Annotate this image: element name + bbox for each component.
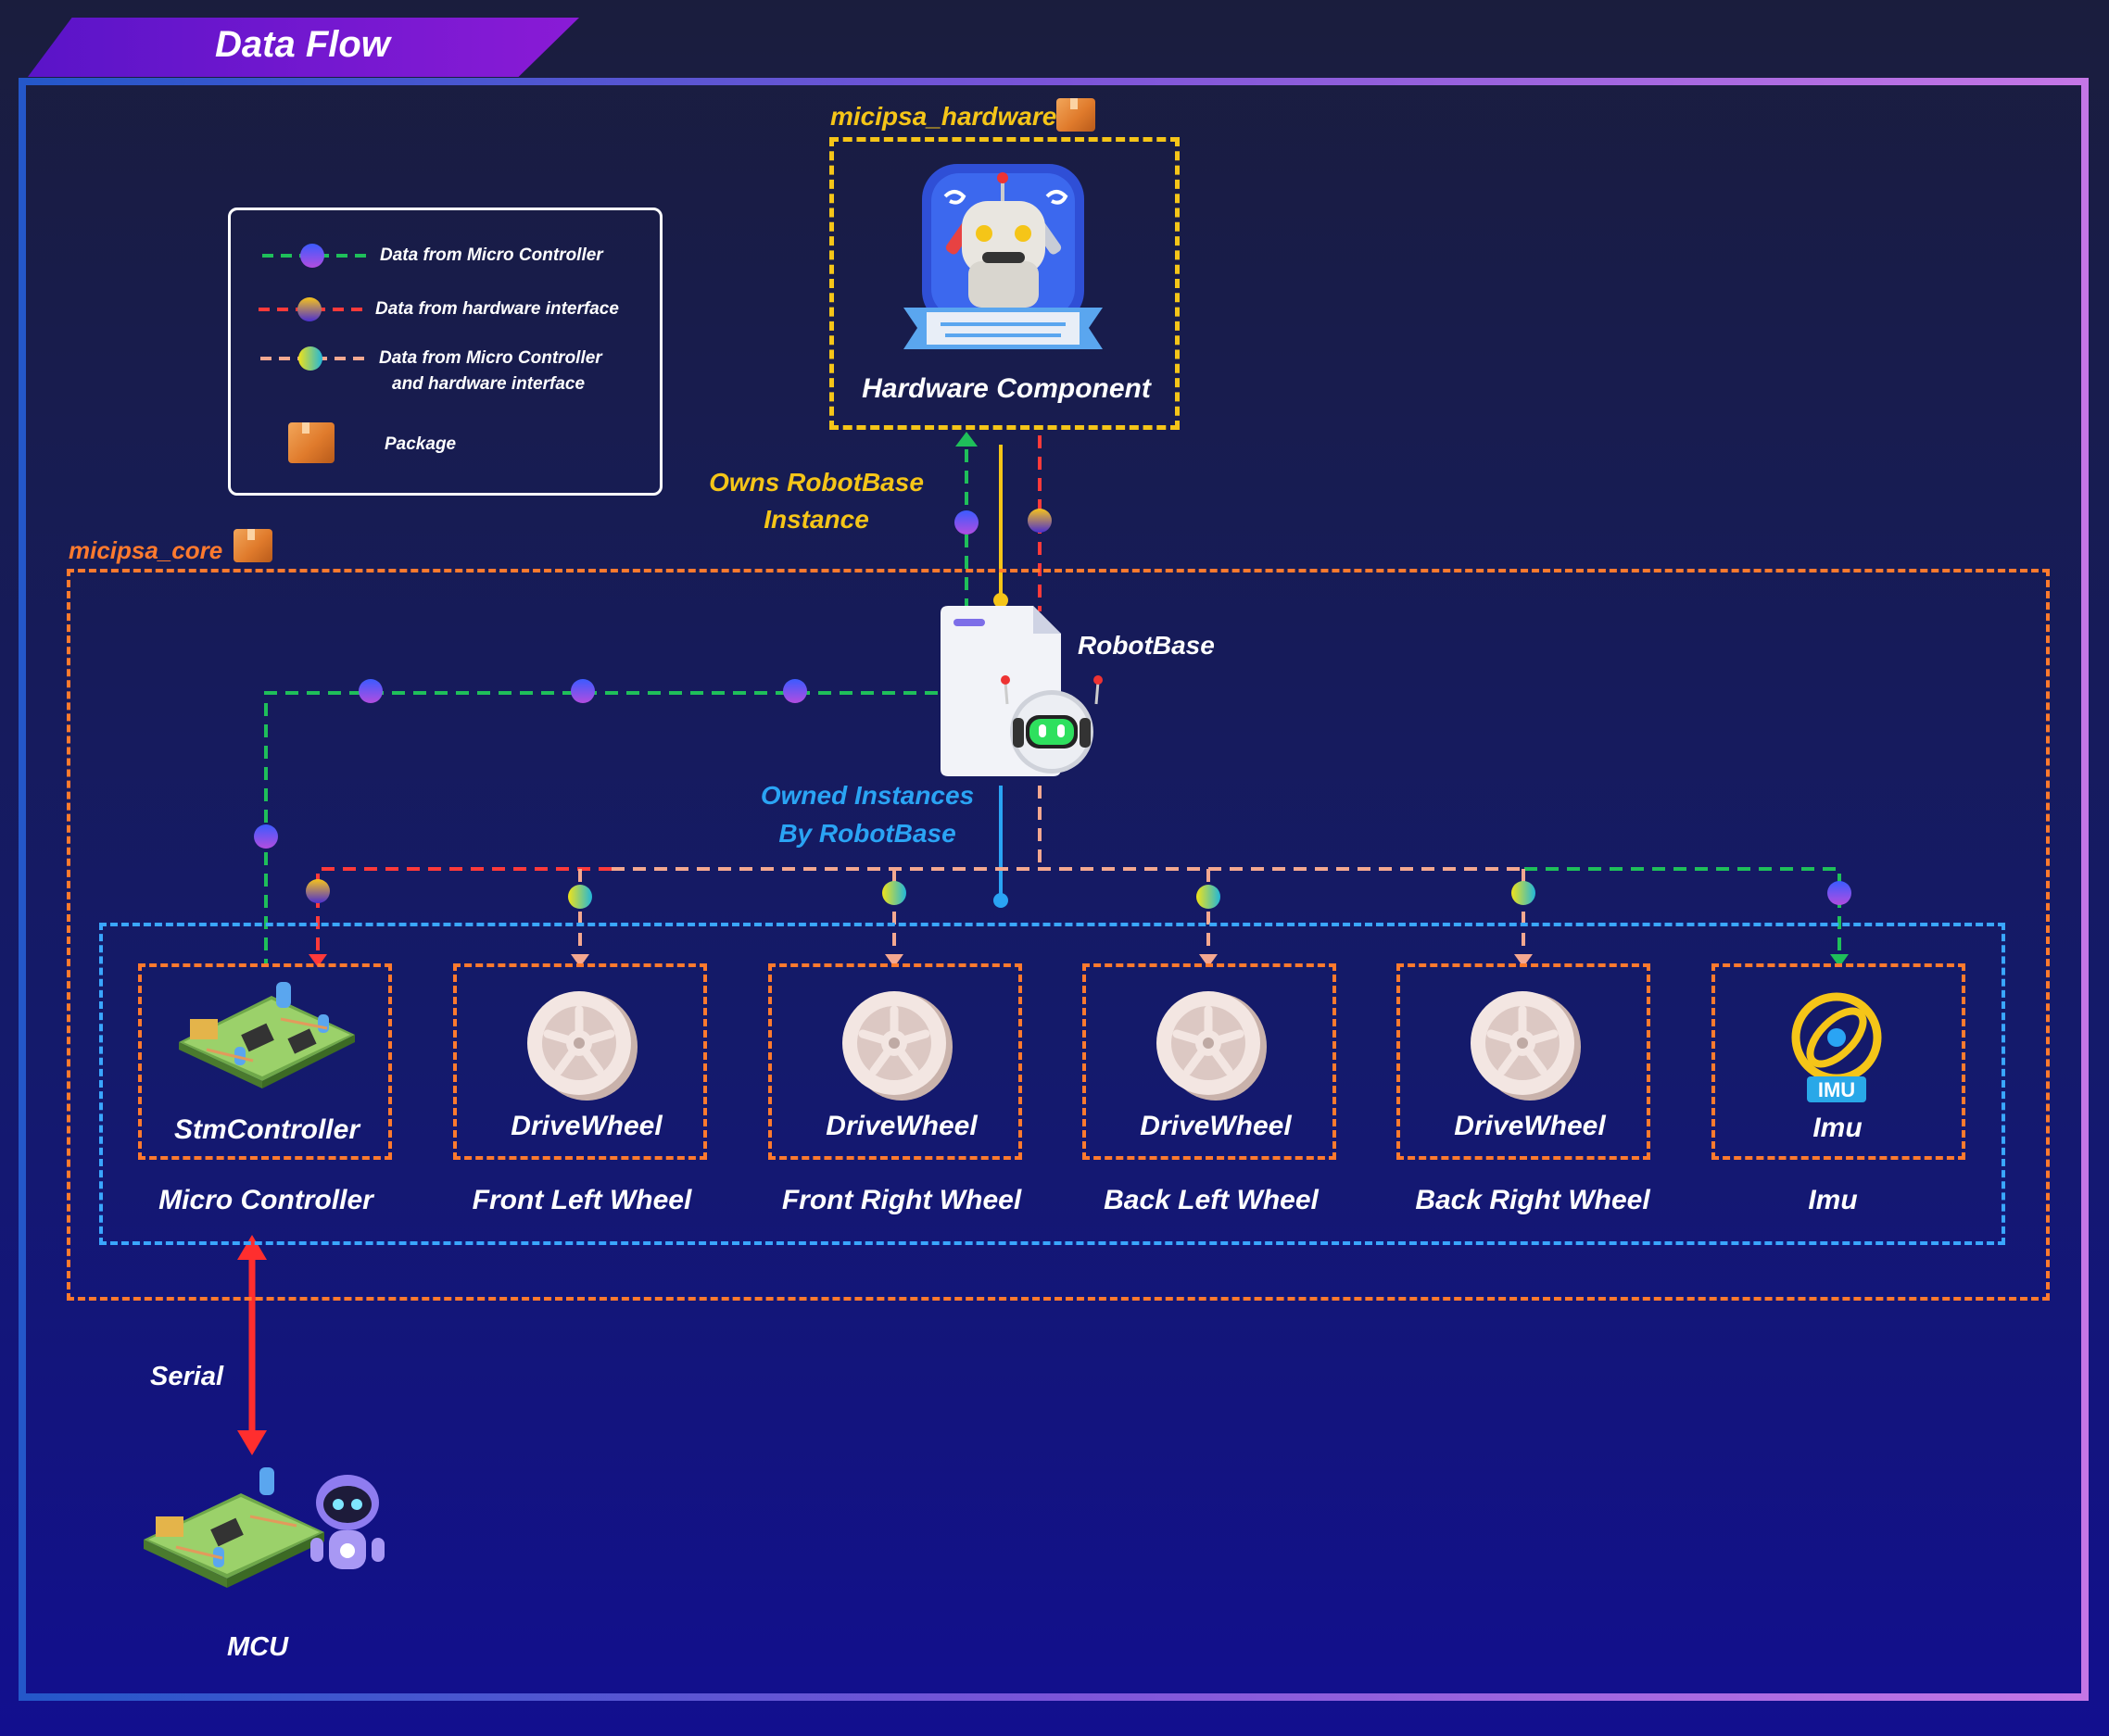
component-class-back-left: DriveWheel — [1140, 1111, 1292, 1141]
legend-label-both-2: and hardware interface — [392, 374, 586, 394]
component-label-back-right: Back Right Wheel — [1415, 1185, 1650, 1215]
imu-box — [1711, 963, 1965, 1160]
hardware-component-label: Hardware Component — [862, 373, 1151, 404]
component-class-stm: StmController — [173, 1114, 360, 1145]
package-icon — [288, 422, 335, 463]
legend-both-swatch — [260, 346, 366, 371]
hardware-component-box — [829, 137, 1180, 430]
robot-badge-icon — [903, 164, 1103, 349]
hw-line-to-stm — [316, 867, 612, 959]
serial-arrow — [237, 1235, 267, 1455]
robotbase-file-icon — [941, 606, 1103, 776]
stm-controller-box — [138, 963, 392, 1160]
legend-label-both-1: Data from Micro Controller — [379, 348, 602, 368]
page-title: Data Flow — [215, 24, 390, 65]
imu-badge-text: IMU — [1818, 1078, 1855, 1101]
legend-label-package: Package — [385, 434, 457, 454]
imu-icon: IMU — [1791, 992, 1882, 1102]
circuit-board-icon — [179, 982, 355, 1088]
legend-mc-swatch — [262, 244, 366, 268]
package-icon — [234, 529, 272, 562]
component-class-imu: Imu — [1812, 1113, 1863, 1143]
owned-label-1: Owned Instances — [760, 781, 975, 810]
owns-label-2: Instance — [764, 505, 869, 534]
component-label-front-right: Front Right Wheel — [781, 1185, 1022, 1215]
front-right-wheel-box — [768, 963, 1022, 1160]
legend-label-hw: Data from hardware interface — [375, 299, 619, 319]
back-left-wheel-box — [1082, 963, 1336, 1160]
serial-label: Serial — [150, 1362, 223, 1391]
component-label-stm: Micro Controller — [158, 1185, 373, 1215]
legend-hw-swatch — [259, 297, 366, 321]
component-label-back-left: Back Left Wheel — [1104, 1185, 1319, 1215]
legend-label-mc: Data from Micro Controller — [380, 245, 603, 265]
hardware-package-label: micipsa_hardware — [830, 102, 1057, 131]
component-label-imu: Imu — [1808, 1185, 1858, 1215]
wheel-icon — [1471, 991, 1581, 1101]
owned-label-2: By RobotBase — [778, 819, 956, 848]
component-label-front-left: Front Left Wheel — [472, 1185, 692, 1215]
core-package-label: micipsa_core — [69, 536, 223, 564]
robotbase-label: RobotBase — [1078, 631, 1215, 660]
title-tab — [28, 18, 579, 77]
wheel-icon — [1156, 991, 1267, 1101]
core-package-box — [67, 569, 2050, 1301]
wheel-icon — [527, 991, 638, 1101]
mcu-icon — [144, 1467, 385, 1588]
mcu-label: MCU — [226, 1632, 289, 1662]
front-left-wheel-box — [453, 963, 707, 1160]
legend: Data from Micro Controller Data from har… — [228, 208, 663, 496]
mc-line-to-imu — [1524, 867, 1841, 959]
component-group-box — [99, 923, 2005, 1245]
component-class-back-right: DriveWheel — [1454, 1111, 1606, 1141]
mc-line-to-stm — [264, 691, 938, 963]
owns-label-1: Owns RobotBase — [709, 468, 924, 497]
component-class-front-right: DriveWheel — [826, 1111, 978, 1141]
component-class-front-left: DriveWheel — [511, 1111, 663, 1141]
wheel-icon — [842, 991, 953, 1101]
back-right-wheel-box — [1396, 963, 1650, 1160]
package-icon — [1056, 98, 1095, 132]
